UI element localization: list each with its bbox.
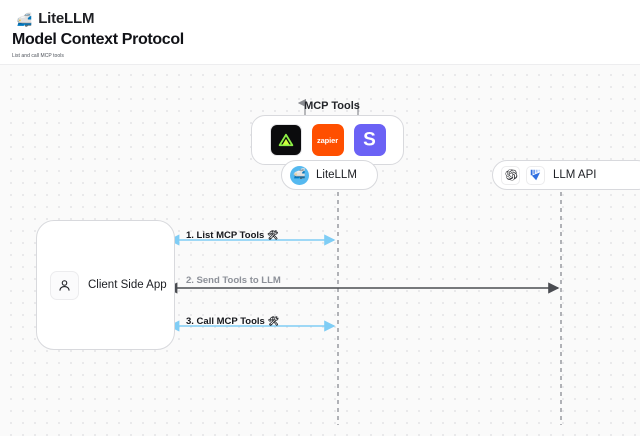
edge-label-2-text: 2. Send Tools to LLM	[186, 275, 281, 286]
edge-label-2: 2. Send Tools to LLM	[186, 275, 281, 286]
node-litellm[interactable]: 🚅 LiteLLM	[281, 160, 378, 190]
node-llm-api-label: LLM API	[553, 169, 597, 181]
zapier-tool-label: zapier	[316, 135, 339, 145]
edge-label-1-text: 1. List MCP Tools	[186, 230, 265, 241]
canvas-top-divider	[0, 64, 640, 65]
page-title: Model Context Protocol	[12, 31, 184, 48]
litellm-avatar-glyph: 🚅	[293, 169, 306, 180]
slack-tool-icon[interactable]: S	[353, 124, 386, 156]
node-llm-api[interactable]: LLM API	[492, 160, 640, 190]
tools-icon: 🛠	[267, 316, 280, 326]
mcp-tools-group[interactable]: zapier S	[251, 115, 404, 165]
brand-name: LiteLLM	[38, 9, 95, 27]
user-icon	[50, 270, 79, 300]
vllm-logo-icon	[526, 165, 545, 185]
edge-label-3: 3. Call MCP Tools 🛠	[186, 316, 279, 327]
edge-label-3-text: 3. Call MCP Tools	[186, 316, 265, 327]
bullet-train-icon: 🚅	[16, 11, 33, 27]
openai-logo-icon	[501, 165, 520, 185]
slack-tool-label: S	[363, 129, 376, 150]
dub-tool-icon[interactable]	[269, 124, 302, 156]
diagram-canvas[interactable]: MCP Tools zapier S 🚅 LiteLLM	[0, 64, 640, 436]
node-client-side-app[interactable]: Client Side App	[36, 220, 175, 350]
litellm-avatar-icon: 🚅	[290, 165, 309, 185]
node-client-side-app-label: Client Side App	[88, 279, 167, 291]
mcp-tools-label: MCP Tools	[304, 100, 360, 112]
node-litellm-label: LiteLLM	[316, 169, 357, 181]
brand: 🚅 LiteLLM	[16, 8, 94, 28]
tools-icon: 🛠	[267, 230, 279, 240]
edge-label-1: 1. List MCP Tools 🛠	[186, 230, 279, 241]
zapier-tool-icon[interactable]: zapier	[311, 124, 344, 156]
page-subtitle: List and call MCP tools	[12, 53, 64, 59]
